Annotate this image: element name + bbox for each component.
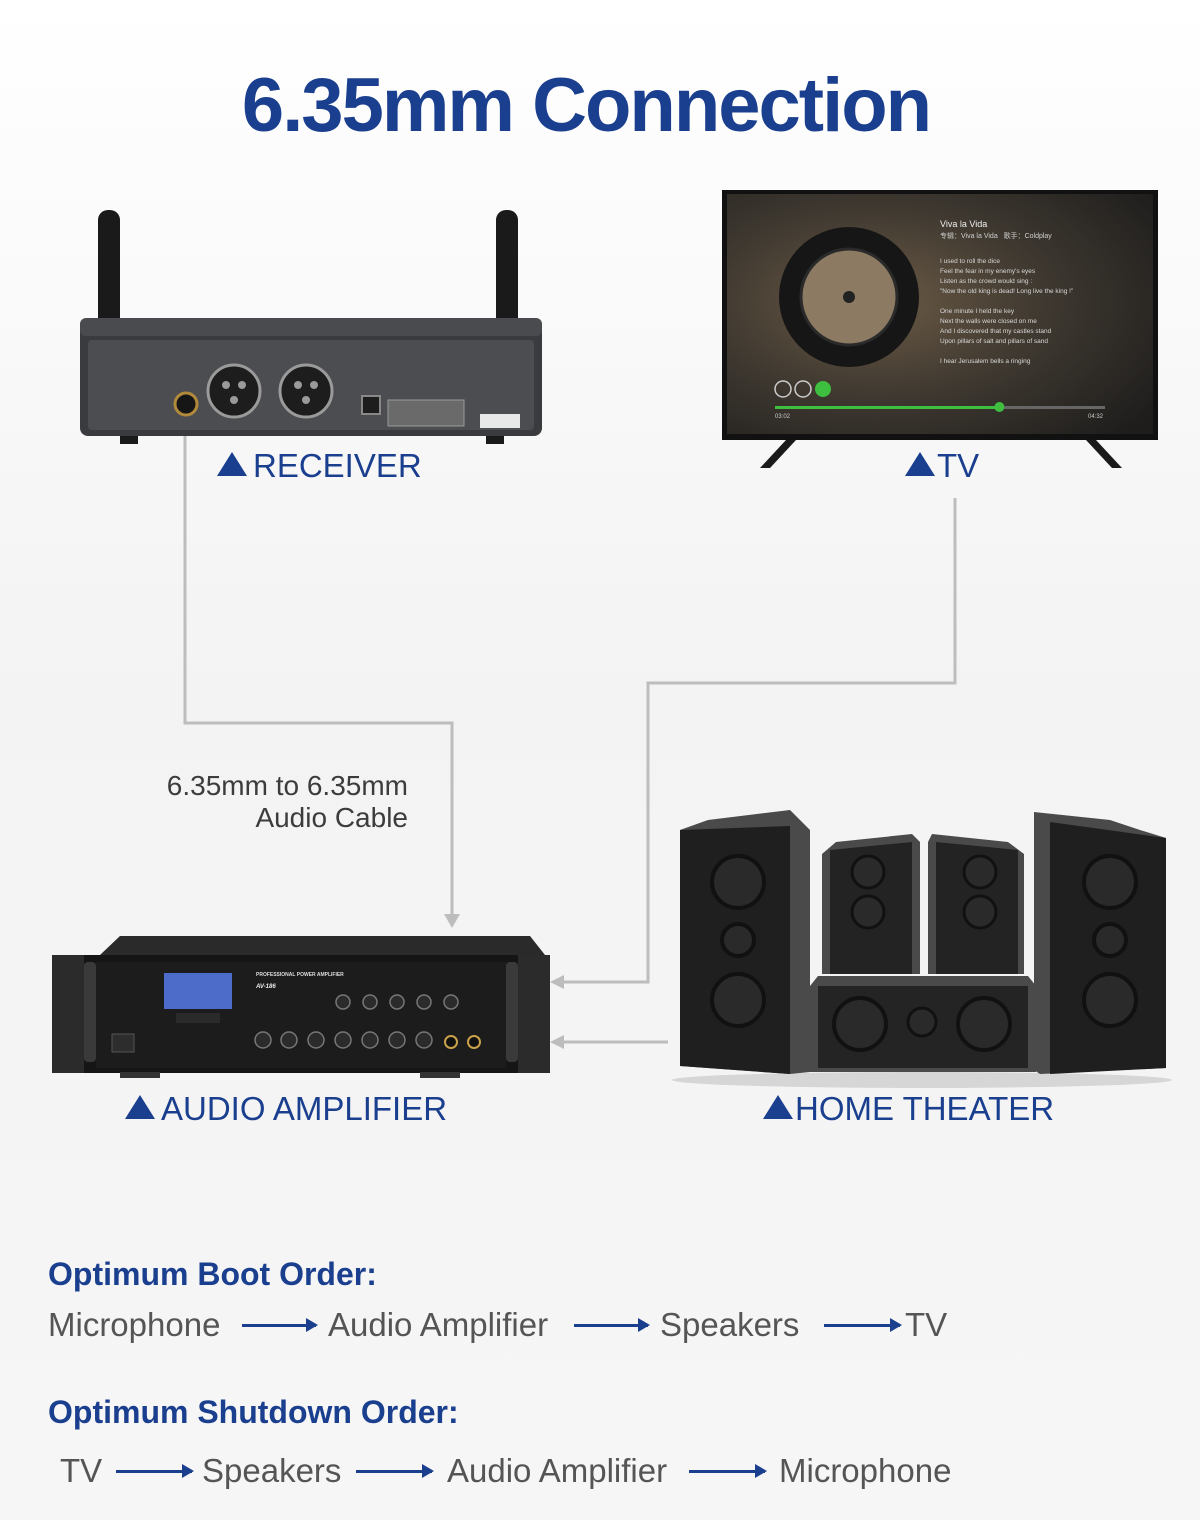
speaker-left-tower — [680, 810, 810, 1074]
xlr-port-a — [206, 363, 262, 419]
speaker-front-left — [822, 834, 920, 974]
triangle-icon — [763, 1095, 793, 1119]
cable-label: 6.35mm to 6.35mm Audio Cable — [166, 770, 408, 833]
arrow-right-icon — [574, 1318, 650, 1332]
boot-step: Microphone — [48, 1306, 221, 1343]
arrow-right-icon — [242, 1318, 318, 1332]
arrowhead-left — [550, 1035, 564, 1049]
arrow-right-icon — [689, 1464, 767, 1478]
lyric-line: "Now the old king is dead! Long live the… — [940, 288, 1074, 295]
lyric-line: Listen as the crowd would sing : — [940, 278, 1033, 285]
boot-step: TV — [905, 1306, 948, 1343]
receiver-label: RECEIVER — [217, 447, 422, 485]
page-title: 6.35mm Connection — [241, 63, 932, 148]
speaker-right-tower — [1034, 812, 1166, 1074]
shutdown-step: TV — [60, 1452, 103, 1489]
tv-label: TV — [905, 447, 979, 485]
amplifier-lcd — [164, 973, 232, 1009]
shutdown-step: Audio Amplifier — [447, 1452, 668, 1489]
shuffle-icon — [794, 380, 812, 398]
triangle-icon — [217, 452, 247, 476]
arrowhead-down — [444, 914, 460, 928]
tv-song-meta: 专辑：Viva la Vida 歌手：Coldplay — [940, 233, 1052, 240]
shutdown-step: Microphone — [779, 1452, 952, 1489]
lyric-line: I used to roll the dice — [940, 258, 1000, 265]
triangle-icon — [905, 452, 935, 476]
receiver-to-amplifier-line — [183, 428, 454, 918]
rack-handle-left — [84, 962, 96, 1062]
tv-to-amplifier-line — [560, 498, 957, 984]
play-pause-icon — [774, 380, 792, 398]
tv-stand-left — [760, 440, 796, 468]
tv-time-total: 04:32 — [1088, 414, 1104, 420]
shutdown-order-steps: TV Speakers Audio Amplifier Microphone — [0, 1452, 1200, 1492]
amplifier-model: AV-186 — [256, 984, 276, 990]
lyric-line: Feel the fear in my enemy's eyes — [940, 268, 1036, 275]
tv-song-title: Viva la Vida — [940, 219, 988, 229]
lyric-line: I hear Jerusalem bells a ringing — [940, 358, 1031, 365]
amplifier-label: AUDIO AMPLIFIER — [125, 1090, 447, 1128]
lyric-line: Next the walls were closed on me — [940, 318, 1037, 325]
lyric-line: And I discovered that my castles stand — [940, 328, 1052, 335]
shutdown-order-title: Optimum Shutdown Order: — [48, 1394, 459, 1430]
shutdown-step: Speakers — [202, 1452, 342, 1489]
boot-order-steps: Microphone Audio Amplifier Speakers TV — [0, 1306, 1200, 1346]
caution-sticker — [387, 399, 465, 427]
jack-6-35mm — [173, 391, 199, 417]
mic-jack-2 — [467, 1035, 481, 1049]
lyric-line: One minute I held the key — [940, 308, 1015, 315]
lyric-line: Upon pillars of salt and pillars of sand — [940, 338, 1049, 345]
arrow-right-icon — [116, 1464, 194, 1478]
xlr-port-b — [278, 363, 334, 419]
arrow-right-icon — [824, 1318, 902, 1332]
power-button — [111, 1033, 135, 1053]
triangle-icon — [125, 1095, 155, 1119]
favorite-icon — [815, 381, 831, 397]
mic-jack-1 — [444, 1035, 458, 1049]
amplifier-knobs — [254, 994, 459, 1049]
rack-handle-right — [506, 962, 518, 1062]
speaker-center — [810, 976, 1036, 1072]
boot-step: Audio Amplifier — [328, 1306, 549, 1343]
tv-stand-right — [1086, 440, 1122, 468]
home-theater-label: HOME THEATER — [763, 1090, 1054, 1128]
progress-knob — [994, 402, 1005, 412]
speaker-front-right — [928, 834, 1024, 974]
arrowhead-left — [550, 975, 564, 989]
progress-fill — [775, 406, 1000, 409]
arrow-right-icon — [356, 1464, 434, 1478]
amplifier-heading: PROFESSIONAL POWER AMPLIFIER — [256, 972, 344, 978]
boot-order-title: Optimum Boot Order: — [48, 1256, 377, 1292]
dc-input — [361, 395, 381, 415]
boot-step: Speakers — [660, 1306, 800, 1343]
tv-time-elapsed: 03:02 — [775, 414, 791, 420]
